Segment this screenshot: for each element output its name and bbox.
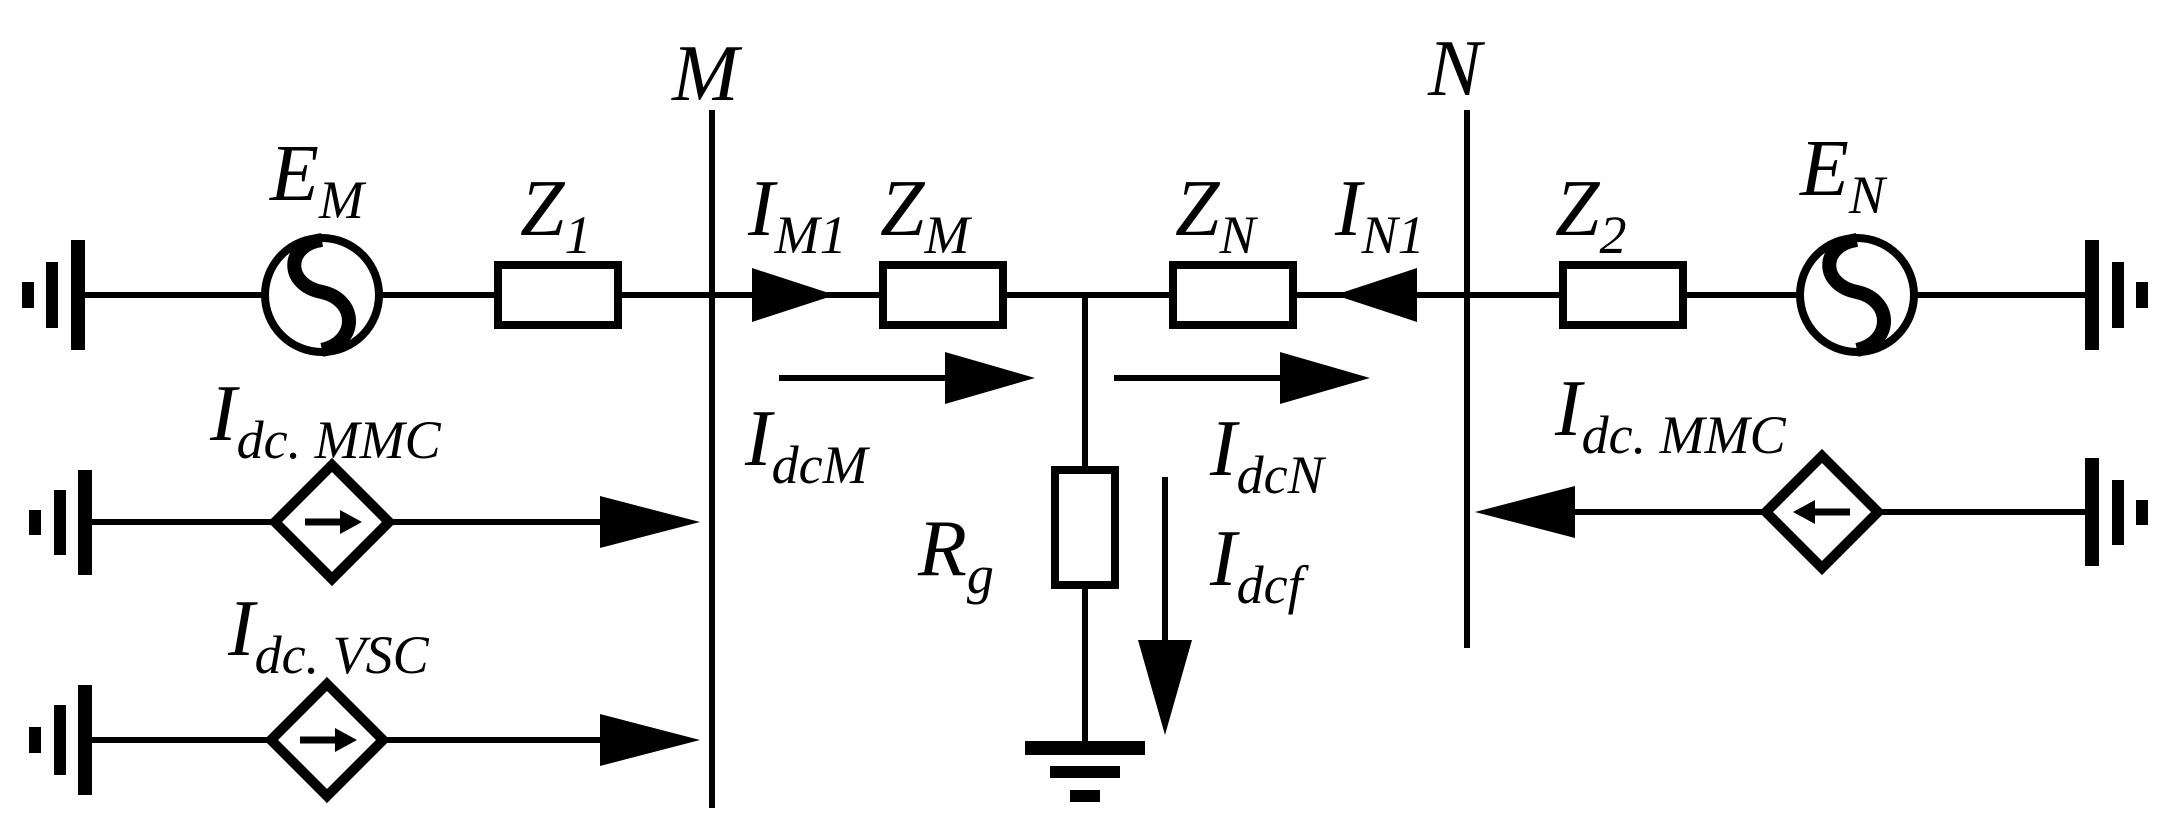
label-en: EN bbox=[1799, 125, 1888, 225]
ground-symbol bbox=[29, 470, 92, 575]
impedance-z1 bbox=[494, 261, 622, 329]
dc-current-source-mmc-left bbox=[267, 457, 397, 587]
label-idcf: Idcf bbox=[1209, 515, 1310, 615]
ground-symbol bbox=[2085, 458, 2148, 566]
label-zn: ZN bbox=[1175, 165, 1259, 265]
impedance-z2 bbox=[1559, 261, 1687, 329]
label-z1: Z1 bbox=[520, 165, 592, 265]
arrow-in1 bbox=[1335, 268, 1417, 322]
ground-symbol bbox=[1025, 741, 1145, 802]
label-in1: IN1 bbox=[1334, 165, 1425, 265]
ground-symbol bbox=[2085, 240, 2148, 350]
label-idcn: IdcN bbox=[1209, 405, 1327, 505]
arrow-idcf bbox=[1138, 477, 1192, 735]
label-idcm: IdcM bbox=[744, 395, 871, 495]
label-idc-mmc-left: Idc. MMC bbox=[209, 370, 442, 470]
impedance-zm bbox=[879, 261, 1007, 329]
arrow-idc-vsc bbox=[600, 714, 700, 766]
label-im1: IM1 bbox=[747, 165, 847, 265]
label-idc-vsc: Idc. VSC bbox=[227, 585, 430, 685]
arrow-idcn bbox=[1114, 352, 1370, 404]
resistor-rg bbox=[1051, 466, 1119, 589]
label-zm: ZM bbox=[880, 165, 973, 265]
label-em: EM bbox=[269, 130, 367, 230]
dc-current-source-vsc bbox=[263, 676, 391, 804]
arrow-im1 bbox=[752, 268, 835, 322]
impedance-zn bbox=[1169, 261, 1297, 329]
ac-source-em bbox=[261, 233, 383, 357]
label-rg: Rg bbox=[917, 505, 994, 605]
label-bus-n: N bbox=[1427, 25, 1486, 113]
dc-current-source-mmc-right bbox=[1758, 448, 1886, 576]
ground-symbol bbox=[22, 240, 85, 350]
ac-source-en bbox=[1796, 233, 1918, 357]
ground-symbol bbox=[29, 685, 92, 795]
label-z2: Z2 bbox=[1555, 165, 1627, 265]
label-idc-mmc-right: Idc. MMC bbox=[1554, 365, 1787, 465]
label-bus-m: M bbox=[671, 30, 743, 118]
arrow-idc-mmc-left bbox=[600, 496, 700, 548]
arrow-idcm bbox=[779, 352, 1035, 404]
